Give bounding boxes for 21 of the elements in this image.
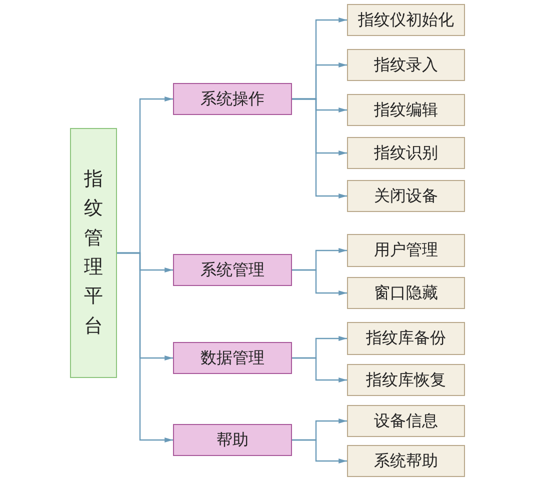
category-box: 系统管理 (173, 254, 292, 286)
category-box: 数据管理 (173, 342, 292, 374)
function-box: 指纹仪初始化 (347, 4, 465, 36)
arrow (292, 269, 347, 296)
root-box: 指纹管理平台 (70, 128, 117, 378)
function-box: 窗口隐藏 (347, 277, 465, 309)
function-box: 指纹库恢复 (347, 364, 465, 396)
arrow (292, 357, 347, 383)
arrow (292, 439, 347, 464)
function-box: 指纹编辑 (347, 94, 465, 126)
function-box: 用户管理 (347, 234, 465, 267)
arrow (292, 98, 347, 199)
function-box: 关闭设备 (347, 180, 465, 212)
function-box: 指纹录入 (347, 49, 465, 81)
function-box: 设备信息 (347, 405, 465, 437)
arrow (117, 252, 173, 443)
category-box: 系统操作 (173, 83, 292, 115)
function-box: 指纹库备份 (347, 322, 465, 355)
function-box: 系统帮助 (347, 445, 465, 477)
function-box: 指纹识别 (347, 137, 465, 169)
category-box: 帮助 (173, 424, 292, 456)
